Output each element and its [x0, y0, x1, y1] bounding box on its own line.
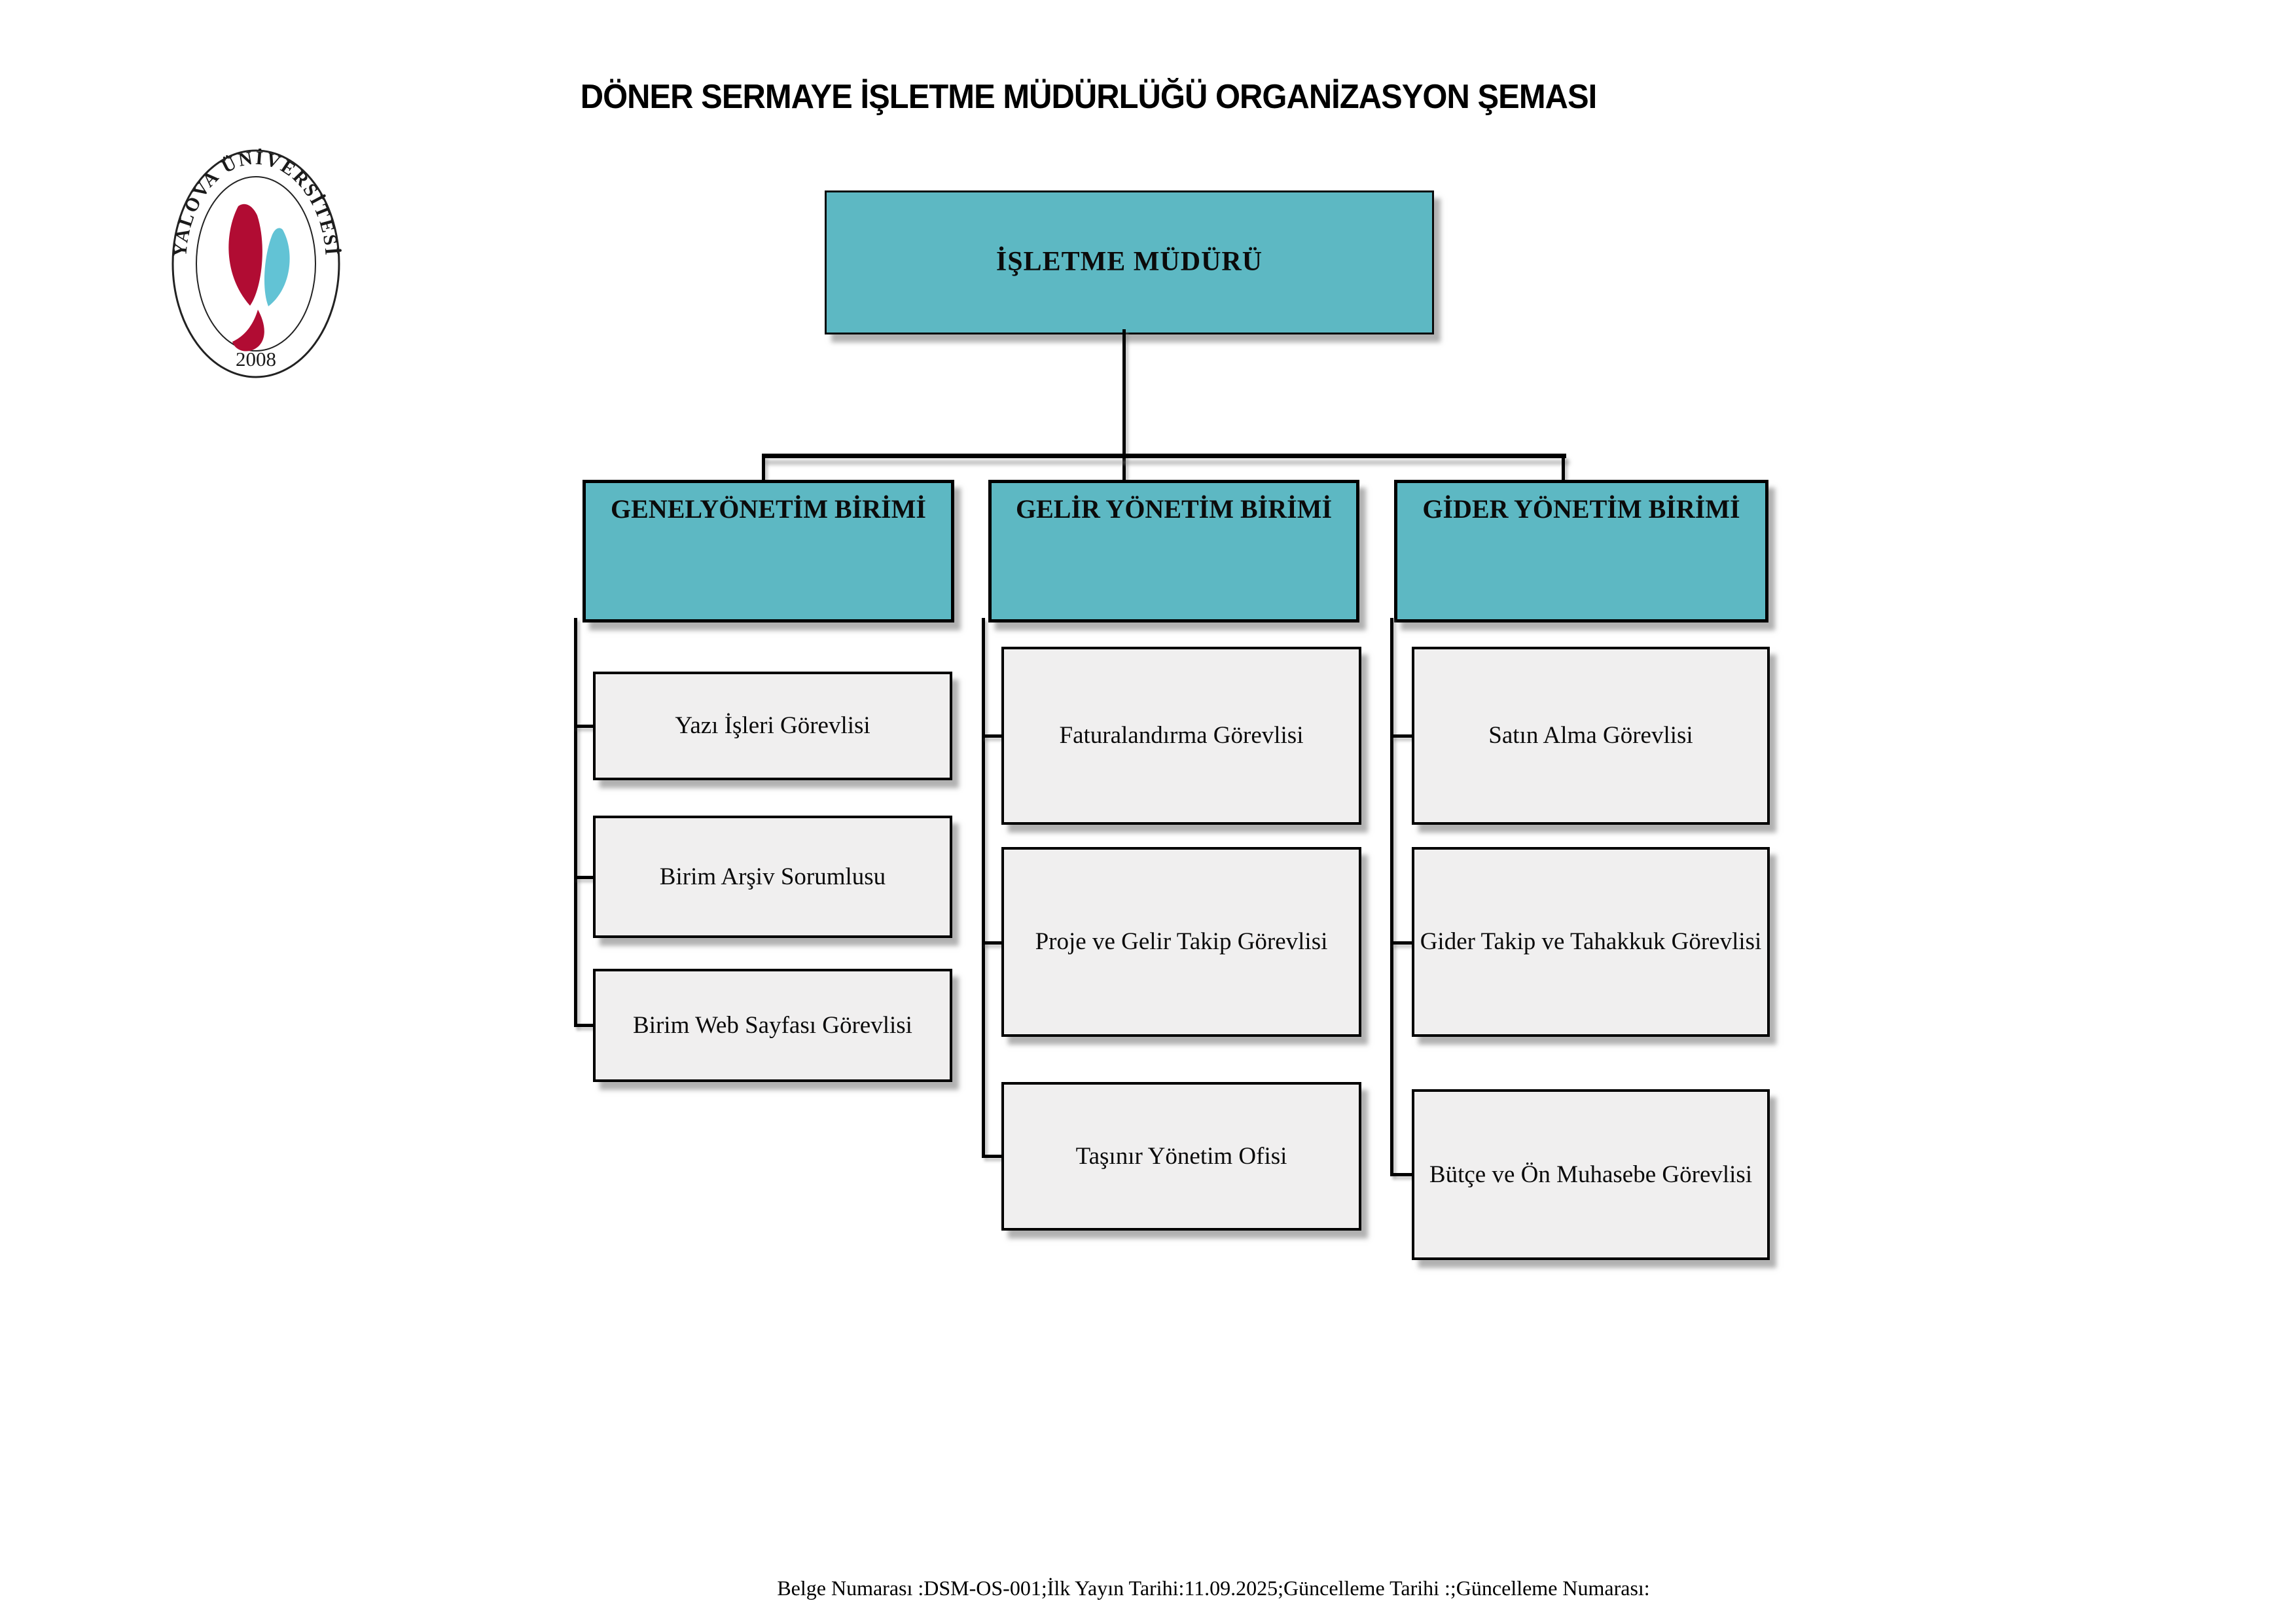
connector-stub-faturalandirma: [982, 734, 1003, 738]
node-butce-ve-on-muhasebe-gorevlisi: Bütçe ve Ön Muhasebe Görevlisi: [1412, 1089, 1770, 1260]
connector-stub-birim-arsiv: [574, 876, 595, 879]
node-gider-takip-ve-tahakkuk-gorevlisi: Gider Takip ve Tahakkuk Görevlisi: [1412, 847, 1770, 1037]
logo-tulip-red-petal: [228, 204, 262, 306]
node-satin-alma-gorevlisi: Satın Alma Görevlisi: [1412, 647, 1770, 825]
connector-stub-proje-gelir: [982, 941, 1003, 945]
connector-trunk-gider: [1390, 618, 1393, 1176]
node-birim-web-sayfasi-gorevlisi: Birim Web Sayfası Görevlisi: [593, 969, 952, 1082]
connector-stub-yazi-isleri: [574, 725, 595, 728]
connector-root-drop: [1122, 329, 1126, 482]
node-faturalandirma-gorevlisi: Faturalandırma Görevlisi: [1001, 647, 1361, 825]
university-logo-emblem: YALOVA ÜNİVERSİTESİ 2008: [170, 147, 341, 378]
connector-stub-gider-takip: [1390, 941, 1414, 945]
logo-tulip-leaf: [232, 310, 264, 352]
node-genel-yonetim-birimi: GENELYÖNETİM BİRİMİ: [583, 480, 954, 623]
connector-stub-tasinir: [982, 1155, 1003, 1158]
connector-trunk-genel: [574, 618, 577, 1027]
logo-year: 2008: [236, 348, 276, 370]
node-birim-arsiv-sorumlusu: Birim Arşiv Sorumlusu: [593, 816, 952, 938]
page-title: DÖNER SERMAYE İŞLETME MÜDÜRLÜĞÜ ORGANİZA…: [580, 78, 1597, 116]
connector-stub-satin-alma: [1390, 734, 1414, 738]
node-yazi-isleri-gorevlisi: Yazı İşleri Görevlisi: [593, 672, 952, 780]
university-logo: YALOVA ÜNİVERSİTESİ 2008: [170, 147, 342, 380]
connector-trunk-gelir: [982, 618, 985, 1156]
node-proje-ve-gelir-takip-gorevlisi: Proje ve Gelir Takip Görevlisi: [1001, 847, 1361, 1037]
node-isletme-muduru: İŞLETME MÜDÜRÜ: [825, 190, 1434, 334]
node-tasinir-yonetim-ofisi: Taşınır Yönetim Ofisi: [1001, 1082, 1361, 1231]
connector-drop-genel: [762, 456, 765, 482]
connector-branch-bar: [762, 454, 1566, 458]
node-gider-yonetim-birimi: GİDER YÖNETİM BİRİMİ: [1394, 480, 1768, 623]
connector-stub-birim-web: [574, 1024, 595, 1027]
node-gelir-yonetim-birimi: GELİR YÖNETİM BİRİMİ: [988, 480, 1359, 623]
footer-text: Belge Numarası :DSM-OS-001;İlk Yayın Tar…: [777, 1576, 1650, 1600]
logo-tulip-teal-petal: [264, 228, 290, 306]
connector-stub-butce: [1390, 1173, 1414, 1176]
connector-drop-gider: [1562, 456, 1565, 482]
